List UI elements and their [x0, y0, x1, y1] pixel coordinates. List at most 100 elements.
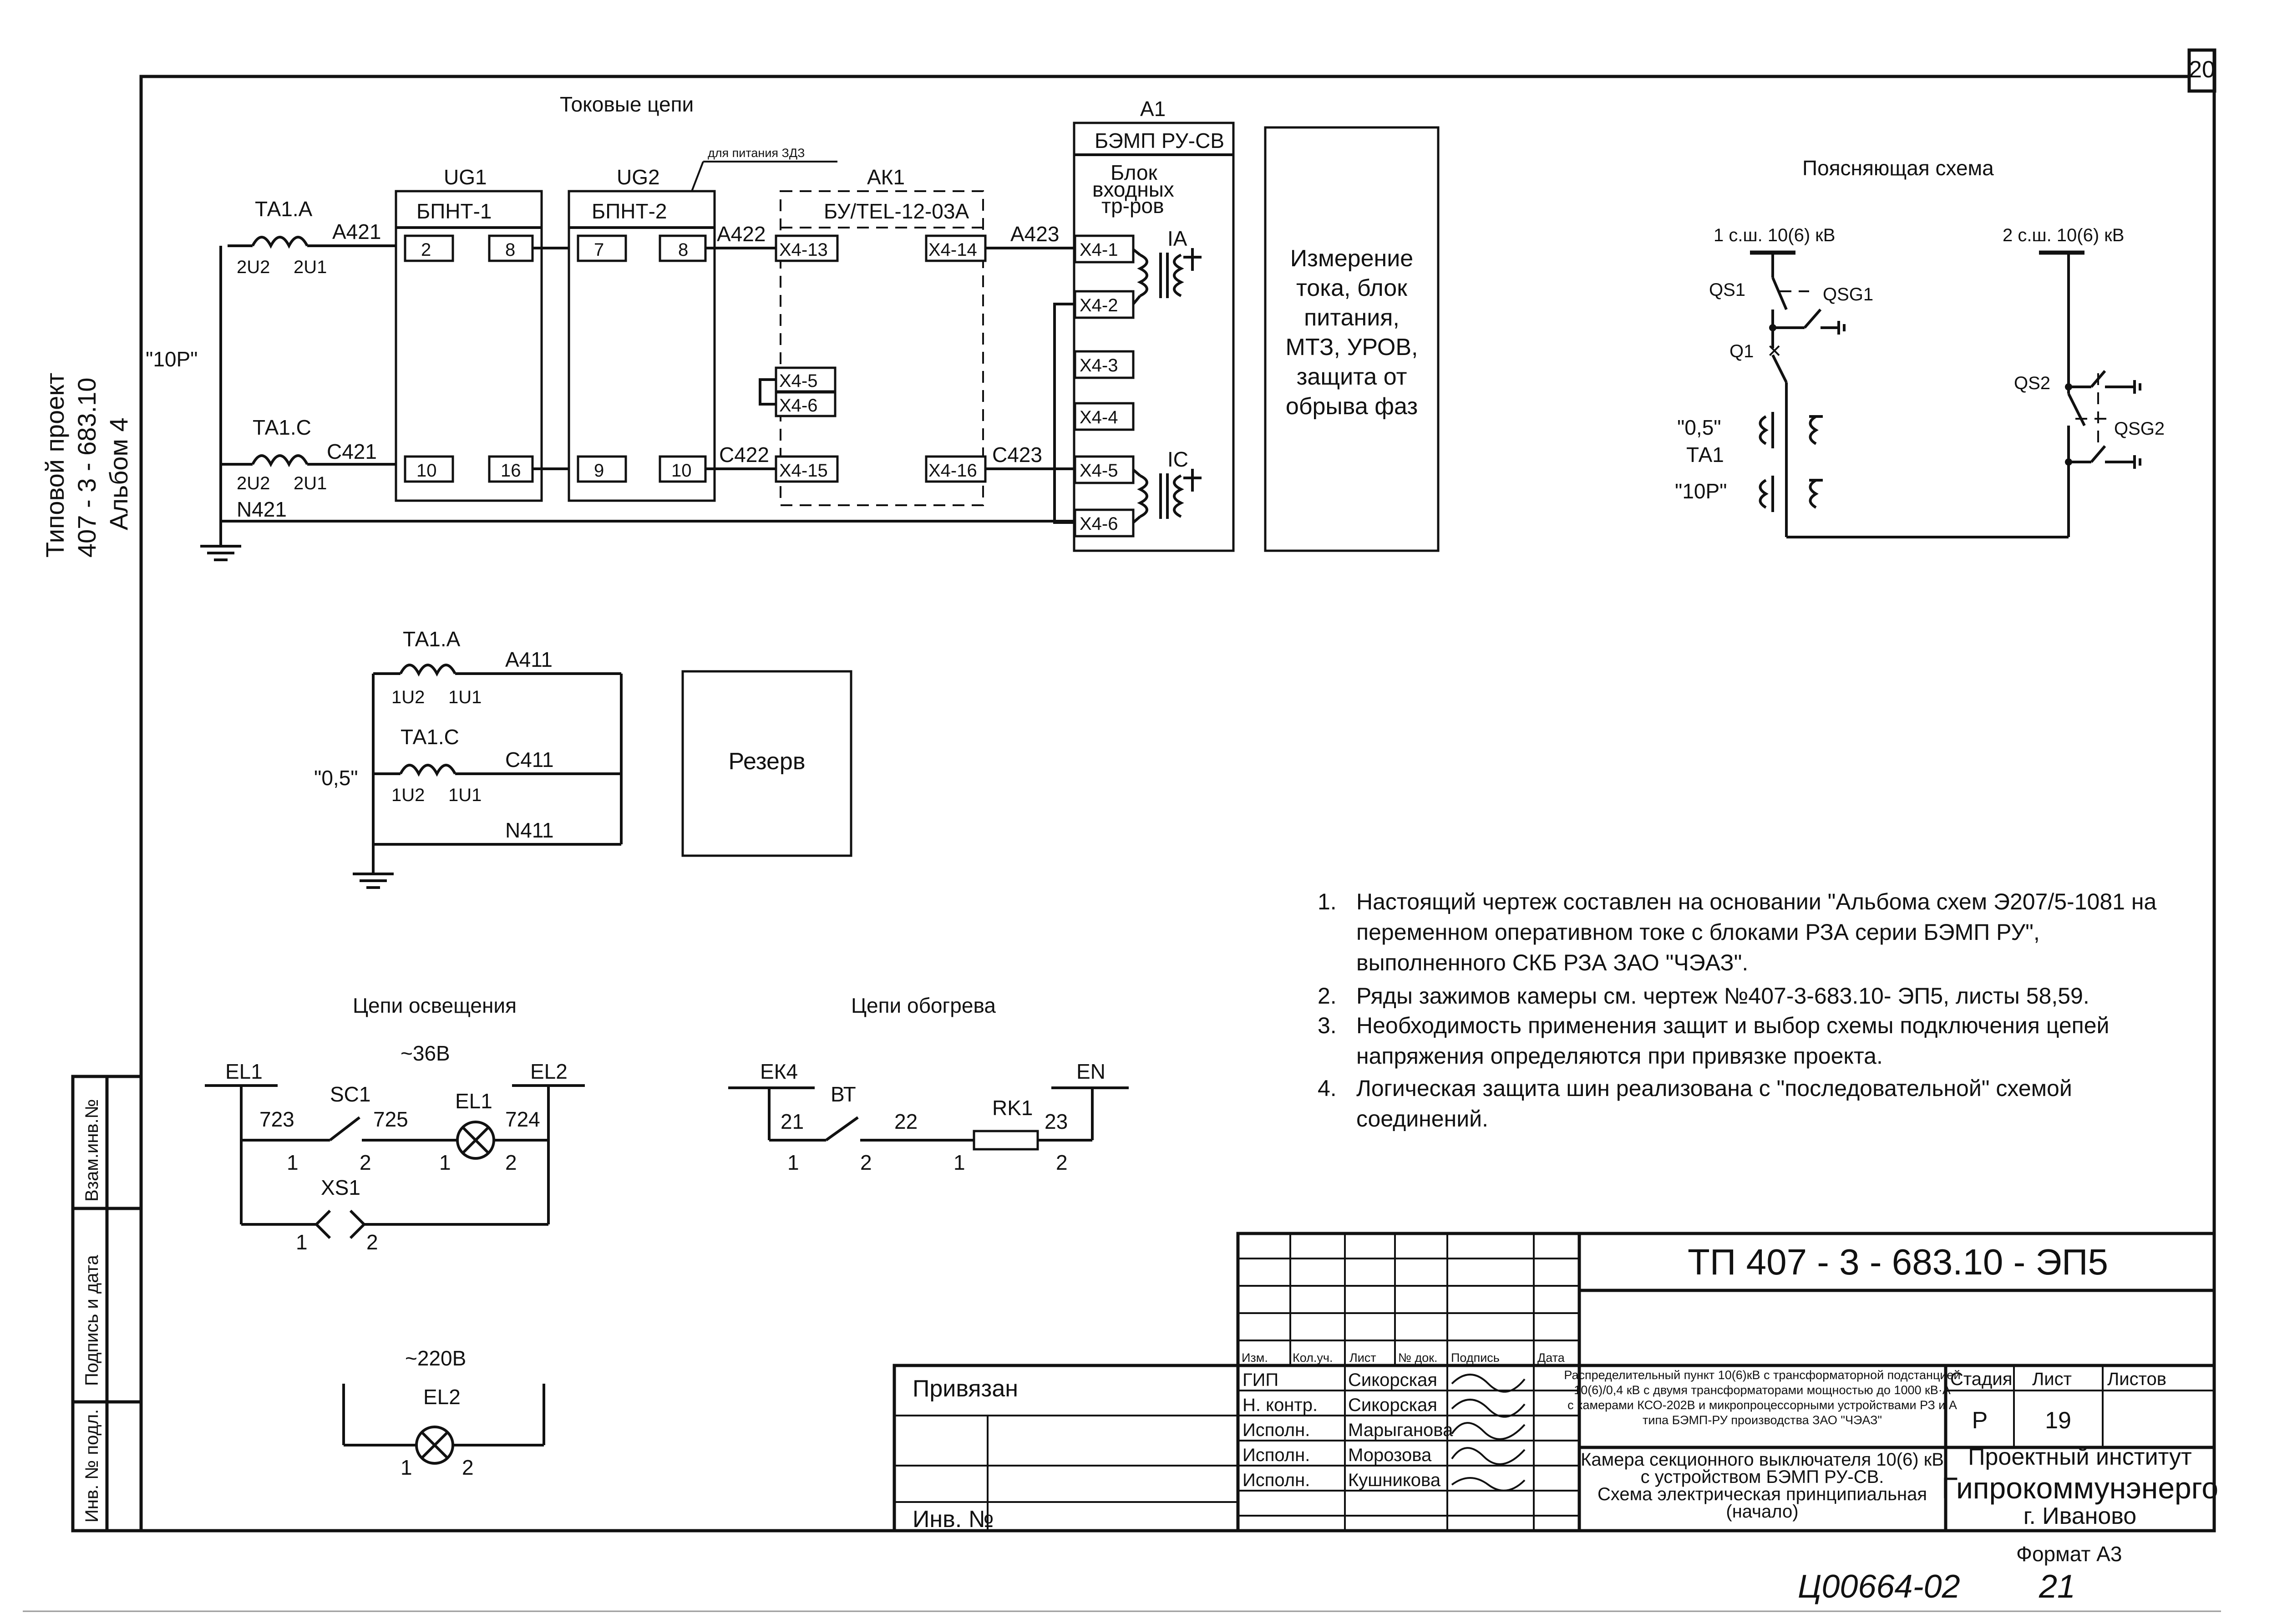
role-4: Исполн. — [1242, 1470, 1310, 1490]
a1-label: А1 — [1140, 97, 1166, 121]
title-block: Изм. Кол.уч. Лист № док. Подпись Дата ГИ… — [893, 1232, 2218, 1533]
v220-label: ~220В — [405, 1346, 466, 1370]
role-1: Н. контр. — [1242, 1395, 1318, 1415]
bemp-label: БЭМП РУ-СВ — [1095, 129, 1224, 152]
project-line1: Распределительный пункт 10(6)кВ с трансф… — [1564, 1368, 1960, 1382]
m-ta1a-u1: 1U1 — [448, 687, 482, 707]
n2a: 2 — [360, 1151, 371, 1174]
meas-line6: обрыва фаз — [1286, 393, 1418, 420]
note-3-num: 3. — [1318, 1013, 1337, 1038]
hdr-list: Лист — [1349, 1351, 1376, 1365]
ak1-x416: Х4-16 — [928, 461, 977, 481]
h-n2a: 2 — [860, 1151, 872, 1174]
ia-coil — [1137, 254, 1148, 297]
note-1-num: 1. — [1318, 889, 1337, 914]
ak1-x414: Х4-14 — [928, 240, 977, 260]
role-2: Исполн. — [1242, 1420, 1310, 1440]
stamp-inv: Инв. № подл. — [82, 1409, 102, 1522]
lists-header: Листов — [2107, 1369, 2166, 1389]
current-circuits: Токовые цепи "10Р" ТА1.А 2U2 2U1 А421 ТА… — [146, 92, 1440, 561]
ct10p-label: "10Р" — [1675, 479, 1727, 503]
ta1a-u2: 2U2 — [237, 257, 270, 277]
note-1-line3: выполненного СКБ РЗА ЗАО "ЧЭАЗ". — [1356, 950, 1748, 975]
rk1-label: RK1 — [992, 1096, 1033, 1120]
stamp-vzam: Взам.инв.№ — [82, 1099, 102, 1202]
h-n1a: 1 — [787, 1151, 799, 1174]
name-2: Марыганова — [1348, 1420, 1453, 1440]
wire-c423: С423 — [992, 443, 1042, 467]
stage-value: Р — [1972, 1407, 1988, 1434]
label-10p: "10Р" — [146, 347, 198, 371]
ug1-t10: 10 — [416, 461, 437, 481]
block-line1: Блок — [1111, 161, 1158, 184]
ta1a-label: ТА1.А — [255, 197, 313, 221]
privyazan-label: Привязан — [913, 1375, 1018, 1402]
a1-x46: Х4-6 — [1080, 514, 1118, 534]
wire-n411: N411 — [505, 818, 554, 842]
wire-a411: А411 — [505, 648, 553, 671]
name-1: Сикорская — [1348, 1395, 1437, 1415]
explanatory-scheme: Поясняющая схема 1 с.ш. 10(6) кВ 2 с.ш. … — [1675, 156, 2165, 538]
a1-x44: Х4-4 — [1080, 407, 1118, 427]
ug2-t9: 9 — [594, 461, 604, 481]
note-4-line1: Логическая защита шин реализована с "пос… — [1356, 1076, 2072, 1101]
m-ta1c: ТА1.С — [401, 725, 459, 749]
ic-coil — [1137, 474, 1148, 518]
meas-line3: питания, — [1304, 304, 1400, 331]
org-line1: Проектный институт — [1968, 1444, 2192, 1470]
note-4-line2: соединений. — [1356, 1106, 1488, 1132]
wire-21: 21 — [781, 1110, 804, 1133]
note-1-line2: переменном оперативном токе с блоками РЗ… — [1356, 919, 2040, 945]
ug2-t7: 7 — [594, 240, 604, 260]
side-stamp: Взам.инв.№ Подпись и дата Инв. № подл. — [71, 1075, 143, 1533]
wire-725: 725 — [373, 1107, 408, 1131]
a1-x45: Х4-5 — [1080, 461, 1118, 481]
hdr-podpis: Подпись — [1451, 1351, 1500, 1365]
signature-scribbles — [1451, 1374, 1526, 1492]
reserve-box — [681, 670, 852, 857]
sheet-title-1: Камера секционного выключателя 10(6) кВ — [1581, 1450, 1944, 1470]
ug2-t10: 10 — [671, 461, 692, 481]
m-ta1a: ТА1.А — [403, 627, 461, 651]
wire-c411: С411 — [505, 748, 554, 771]
ak1-label: АК1 — [867, 165, 905, 189]
ug1-label: UG1 — [444, 165, 487, 189]
bpnt1-label: БПНТ-1 — [416, 199, 492, 223]
ug2-t8: 8 — [678, 240, 688, 260]
ak1-x45: Х4-5 — [779, 371, 818, 391]
side-line3: Альбом 4 — [104, 417, 133, 530]
sc1-label: SC1 — [330, 1082, 370, 1106]
name-3: Морозова — [1348, 1445, 1432, 1465]
meas-line4: МТЗ, УРОВ, — [1286, 334, 1418, 360]
wire-a423: А423 — [1010, 222, 1059, 246]
meas-line5: защита от — [1297, 364, 1407, 390]
role-0: ГИП — [1242, 1370, 1278, 1390]
ta1-label: ТА1 — [1686, 443, 1724, 467]
bpnt2-label: БПНТ-2 — [592, 199, 667, 223]
ct05-label: "0,5" — [1677, 416, 1721, 439]
qs2-label: QS2 — [2014, 373, 2050, 393]
lighting-title: Цепи освещения — [353, 994, 517, 1017]
measurement-box — [1264, 126, 1440, 552]
ia-label: IA — [1167, 227, 1187, 250]
ug1-t16: 16 — [501, 461, 521, 481]
org-line3: г. Иваново — [2024, 1503, 2136, 1529]
m-ta1a-u2: 1U2 — [391, 687, 425, 707]
el2-lamp-label: EL2 — [423, 1385, 461, 1409]
metering-circuits: ТА1.А 1U2 1U1 А411 ТА1.С 1U2 1U1 С411 "0… — [314, 627, 852, 889]
side-title: Типовой проект 407 - 3 - 683.10 Альбом 4 — [41, 373, 133, 558]
wire-22: 22 — [894, 1110, 918, 1133]
n1d: 1 — [401, 1456, 412, 1479]
side-line2: 407 - 3 - 683.10 — [72, 378, 101, 558]
n1a: 1 — [287, 1151, 299, 1174]
note-2-num: 2. — [1318, 983, 1337, 1009]
qs1-label: QS1 — [1709, 280, 1745, 300]
ak1-x46: Х4-6 — [779, 396, 818, 416]
sheet-number: 20 — [2189, 56, 2215, 83]
ek4-label: ЕК4 — [760, 1060, 798, 1083]
h-n1b: 1 — [953, 1151, 965, 1174]
sheet-title-2: с устройством БЭМП РУ-СВ. — [1641, 1467, 1884, 1487]
role-3: Исполн. — [1242, 1445, 1310, 1465]
a1-x43: Х4-3 — [1080, 355, 1118, 376]
